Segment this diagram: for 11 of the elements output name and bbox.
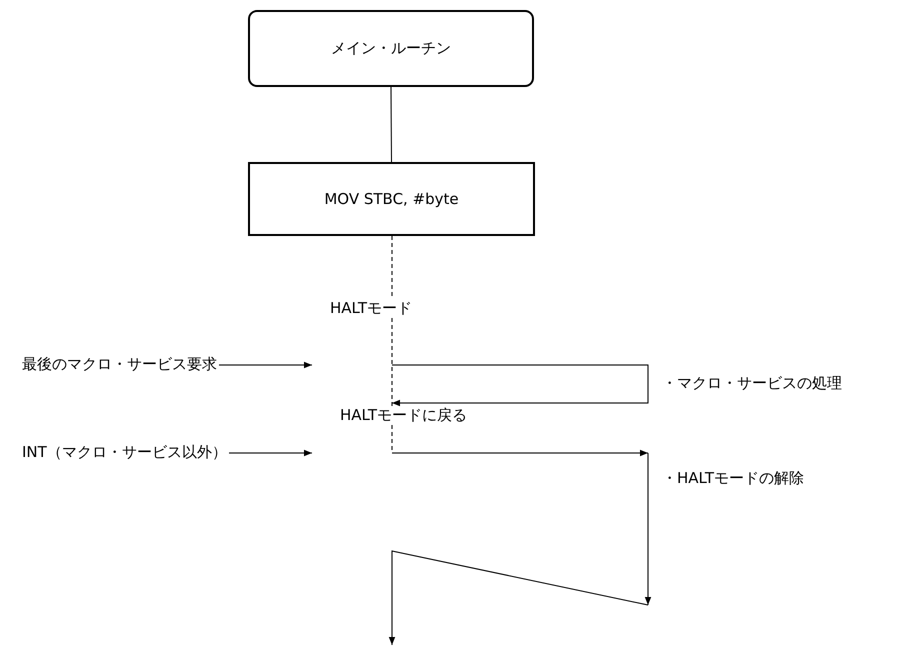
arrow <box>218 362 312 368</box>
state-label: HALTモードに戻る <box>340 406 467 425</box>
arrow <box>228 450 312 456</box>
state-label: HALTモード <box>330 299 412 318</box>
process-note: ・マクロ・サービスの処理 <box>662 374 842 393</box>
process-note: ・HALTモードの解除 <box>662 469 804 488</box>
routine-box: メイン・ルーチン <box>248 10 534 87</box>
event-label: INT（マクロ・サービス以外） <box>22 443 227 462</box>
connector-line <box>390 86 392 162</box>
instruction-box: MOV STBC, #byte <box>248 162 535 236</box>
event-label: 最後のマクロ・サービス要求 <box>22 355 217 374</box>
